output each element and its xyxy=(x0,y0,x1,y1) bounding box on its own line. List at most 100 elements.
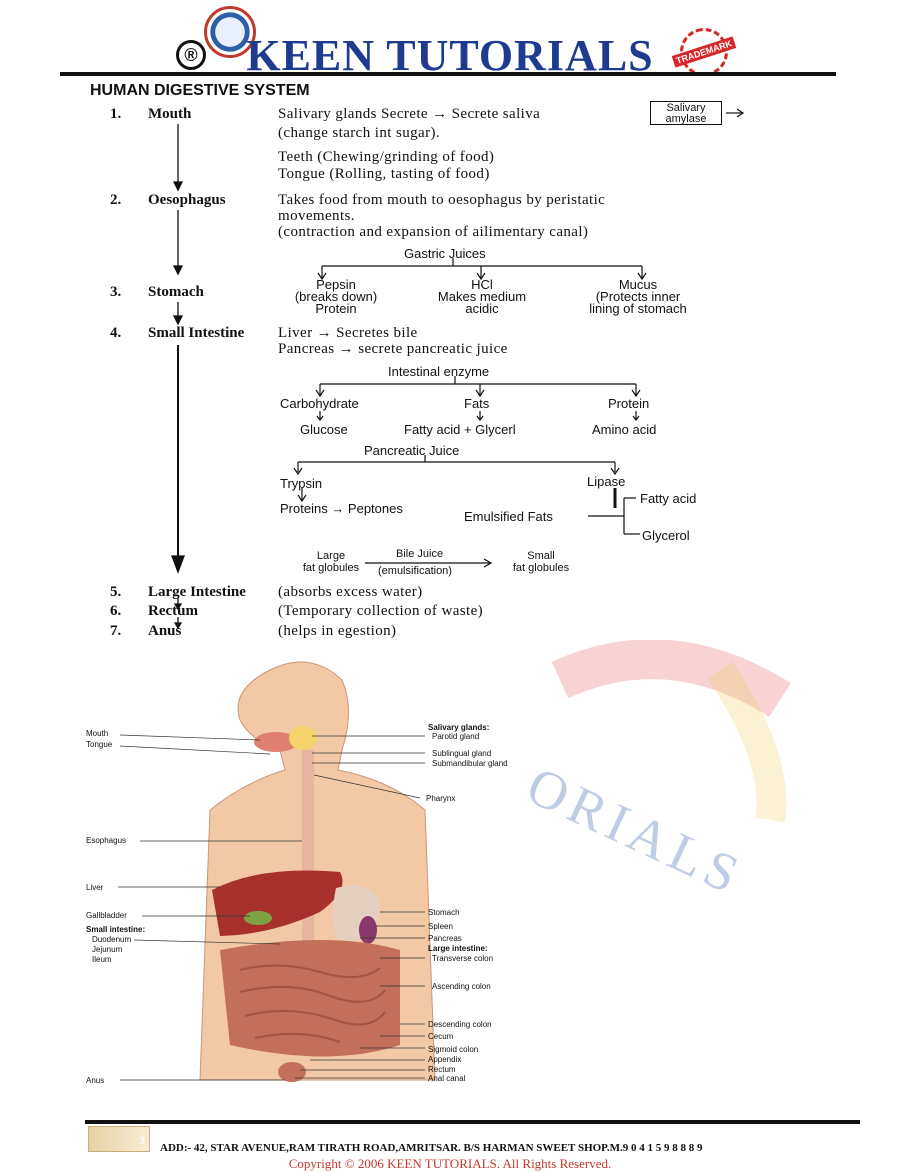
digestive-diagram: Mouth Tongue Esophagus Liver Gallbladder… xyxy=(86,661,508,1085)
fatty-acid-glycerol: Fatty acid + Glycerl xyxy=(404,422,516,437)
diagram-label: Gallbladder xyxy=(86,911,127,920)
stage-num: 3. xyxy=(110,284,122,300)
diagram-label: Sigmoid colon xyxy=(428,1045,478,1054)
diagram-label: Rectum xyxy=(428,1065,456,1074)
oesophagus-desc-3: (contraction and expansion of ailimentar… xyxy=(278,224,589,240)
diagram-label: Liver xyxy=(86,883,104,892)
glycerol: Glycerol xyxy=(642,528,690,543)
diagram-label: Anal canal xyxy=(428,1074,466,1083)
glucose: Glucose xyxy=(300,422,348,437)
pepsin-line: (breaks down) xyxy=(294,289,378,304)
diagram-label: Parotid gland xyxy=(432,732,479,741)
stage-num: 4. xyxy=(110,325,122,341)
stage-name: Stomach xyxy=(148,284,204,300)
pancreas-desc: Pancreas → secrete pancreatic juice xyxy=(278,341,508,357)
diagram-label: Cecum xyxy=(428,1032,454,1041)
footer-rule xyxy=(85,1120,860,1124)
diagram-label: Descending colon xyxy=(428,1020,492,1029)
tongue-desc: Tongue (Rolling, tasting of food) xyxy=(278,166,490,182)
mucus-line: (Protects inner xyxy=(595,289,681,304)
proteins-peptones: Proteins → Peptones xyxy=(280,501,403,516)
institute-logo xyxy=(204,6,256,58)
teeth-desc: Teeth (Chewing/grinding of food) xyxy=(278,149,495,165)
diagram-label: Ileum xyxy=(92,955,112,964)
emulsification: (emulsification) xyxy=(378,565,452,577)
pepsin-node: Pepsin (breaks down) Protein xyxy=(278,277,394,316)
stage-name: Anus xyxy=(148,623,182,639)
header-rule xyxy=(60,72,836,76)
amino-acid: Amino acid xyxy=(592,422,657,437)
diagram-label: Large intestine: xyxy=(428,944,488,953)
stage-name: Rectum xyxy=(148,603,198,619)
registered-mark: ® xyxy=(176,40,206,70)
brand-title: KEEN TUTORIALS xyxy=(246,31,654,80)
diagram-label: Spleen xyxy=(428,922,453,931)
large-fat-line: Large xyxy=(316,550,346,562)
small-fat-globules: Small fat globules xyxy=(496,550,586,574)
diagram-label: Sublingual gland xyxy=(432,749,491,758)
mucus-node: Mucus (Protects inner lining of stomach xyxy=(568,277,708,316)
lipase: Lipase xyxy=(587,474,626,489)
stage-name: Small Intestine xyxy=(148,325,245,341)
mucus-line: Mucus xyxy=(618,277,658,292)
small-fat-line: Small xyxy=(527,550,555,562)
hcl-line: Makes medium xyxy=(437,289,527,304)
rectum-desc: (Temporary collection of waste) xyxy=(278,603,484,619)
copyright: Copyright © 2006 KEEN TUTORIALS. All Rig… xyxy=(288,1156,612,1171)
stage-num: 6. xyxy=(110,603,122,619)
diagram-label: Stomach xyxy=(428,908,460,917)
pepsin-line: Protein xyxy=(315,301,357,316)
carbohydrate: Carbohydrate xyxy=(280,396,359,411)
section-title: HUMAN DIGESTIVE SYSTEM xyxy=(90,82,310,99)
large-fat-line: fat globules xyxy=(302,562,360,574)
intestinal-enzyme: Intestinal enzyme xyxy=(388,364,490,379)
diagram-label: Salivary glands: xyxy=(428,723,489,732)
enzyme-box-line: amylase xyxy=(665,113,707,125)
diagram-label: Jejunum xyxy=(92,945,123,954)
footer-address: ADD:- 42, STAR AVENUE,RAM TIRATH ROAD,AM… xyxy=(160,1142,703,1154)
diagram-label: Ascending colon xyxy=(432,982,491,991)
hcl-node: HCl Makes medium acidic xyxy=(420,277,544,316)
diagram-label: Anus xyxy=(86,1076,104,1085)
stage-num: 5. xyxy=(110,584,122,600)
emulsified-fats: Emulsified Fats xyxy=(464,509,553,524)
diagram-label: Mouth xyxy=(86,729,108,738)
diagram-label: Appendix xyxy=(428,1055,461,1064)
stage-num: 7. xyxy=(110,623,122,639)
hcl-line: HCl xyxy=(471,277,493,292)
liver-desc: Liver → Secretes bile xyxy=(278,325,418,341)
mouth-desc-1: Salivary glands Secrete → Secrete saliva xyxy=(278,106,541,122)
watermark-emblem xyxy=(551,640,791,823)
pepsin-line: Pepsin xyxy=(316,277,356,292)
trypsin: Trypsin xyxy=(280,476,323,491)
large-intestine-desc: (absorbs excess water) xyxy=(278,584,423,600)
large-fat-globules: Large fat globules xyxy=(296,550,366,574)
diagram-label: Transverse colon xyxy=(432,954,493,963)
mucus-line: lining of stomach xyxy=(589,301,687,316)
bile-juice: Bile Juice xyxy=(396,548,444,560)
diagram-label: Duodenum xyxy=(92,935,131,944)
diagram-label: Tongue xyxy=(86,740,113,749)
hcl-line: acidic xyxy=(465,301,499,316)
diagram-label: Pharynx xyxy=(426,794,455,803)
stage-name: Oesophagus xyxy=(148,192,226,208)
mouth-desc-2: (change starch int sugar). xyxy=(278,125,441,141)
fats: Fats xyxy=(464,396,490,411)
enzyme-box: Salivary amylase xyxy=(650,101,722,125)
oesophagus-desc-1: Takes food from mouth to oesophagus by p… xyxy=(278,192,606,208)
pancreatic-juice: Pancreatic Juice xyxy=(364,443,460,458)
protein: Protein xyxy=(608,396,650,411)
enzyme-box-line: Salivary xyxy=(666,102,706,114)
stage-name: Large Intestine xyxy=(148,584,246,600)
diagram-label: Small intestine: xyxy=(86,925,145,934)
oesophagus-desc-2: movements. xyxy=(278,208,355,224)
diagram-label: Submandibular gland xyxy=(432,759,508,768)
diagram-label: Esophagus xyxy=(86,836,126,845)
anus-desc: (helps in egestion) xyxy=(278,623,397,639)
stage-num: 2. xyxy=(110,192,122,208)
stage-name: Mouth xyxy=(148,106,192,122)
page-number: 3 xyxy=(88,1126,150,1152)
stage-num: 1. xyxy=(110,106,122,122)
small-fat-line: fat globules xyxy=(512,562,570,574)
gastric-juices: Gastric Juices xyxy=(404,246,486,261)
